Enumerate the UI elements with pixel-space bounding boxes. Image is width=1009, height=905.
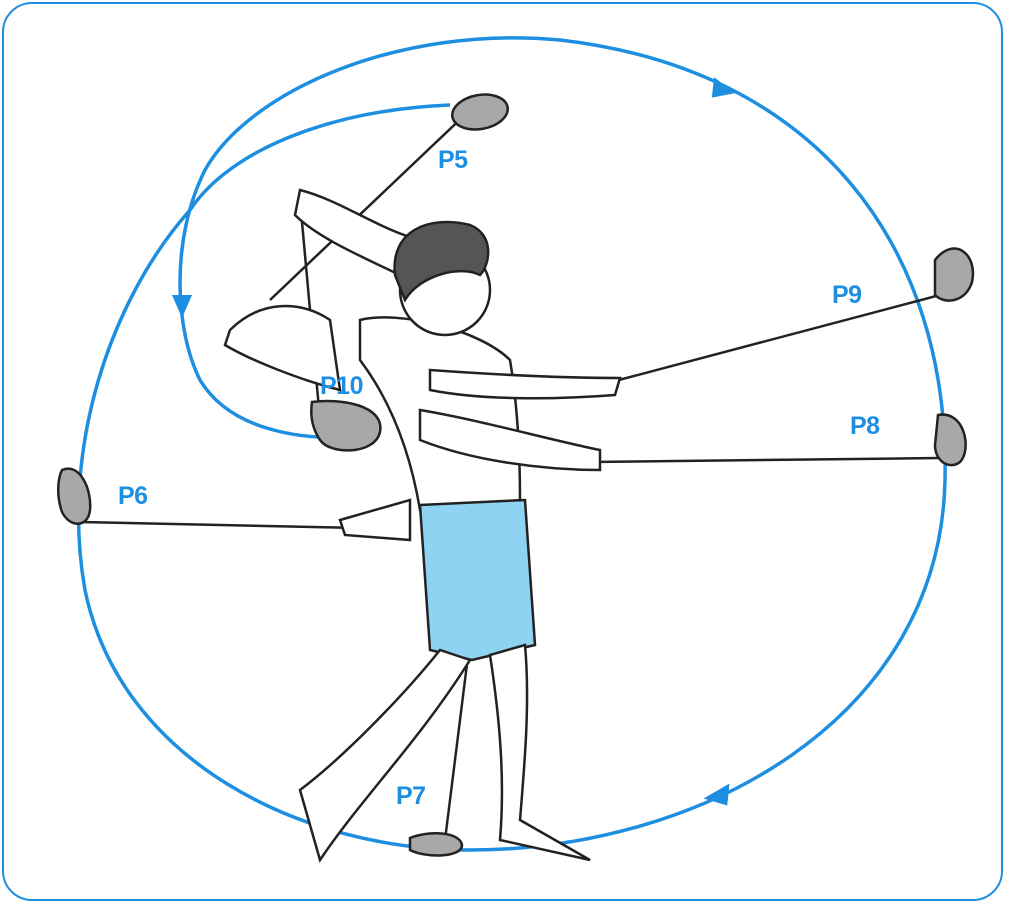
arrow-down-left — [172, 295, 192, 318]
clubs — [57, 93, 975, 857]
hair — [393, 220, 490, 303]
arm-p9 — [428, 368, 622, 400]
golfer-figure — [223, 188, 622, 863]
arrow-bottom-right — [703, 783, 730, 806]
arrow-top-right — [711, 77, 735, 98]
club-p7-head — [408, 832, 464, 857]
club-p5-head — [451, 93, 509, 131]
label-p8: P8 — [850, 412, 880, 440]
label-p6: P6 — [118, 482, 148, 510]
label-p10: P10 — [320, 372, 363, 400]
right-leg — [488, 643, 591, 862]
club-p8-head — [933, 413, 967, 467]
club-p10-head — [310, 399, 382, 452]
arm-p6 — [338, 498, 412, 542]
arm-p8 — [418, 408, 602, 472]
arm-p10 — [223, 304, 342, 392]
club-p9-head — [933, 247, 975, 302]
swing-path-inner — [188, 103, 451, 211]
club-p6-shaft — [79, 520, 361, 530]
shorts — [418, 498, 537, 662]
label-p5: P5 — [438, 146, 468, 174]
club-p5-shaft — [269, 109, 471, 301]
club-p9-shaft — [599, 293, 941, 387]
left-leg — [298, 648, 472, 863]
label-p7: P7 — [396, 782, 426, 810]
label-p9: P9 — [832, 281, 862, 309]
club-p6-head — [57, 467, 92, 525]
club-p8-shaft — [589, 456, 941, 464]
